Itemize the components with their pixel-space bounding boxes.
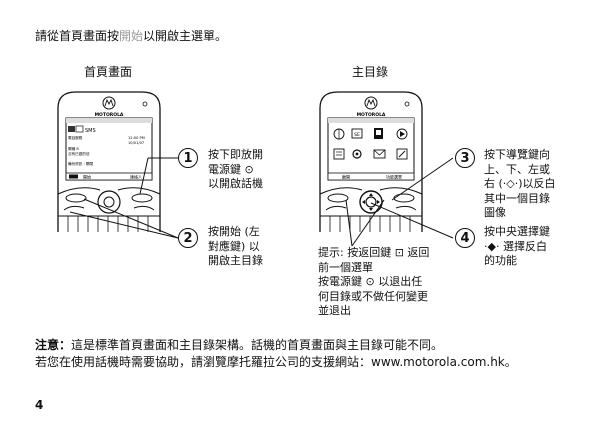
phone-brand: MOTOROLA xyxy=(357,112,386,118)
callout-number-1: 1 xyxy=(178,148,198,168)
callout-4-text: 按中央選擇鍵 ·◆· 選擇反白 的功能 xyxy=(484,225,550,267)
screen-line-backup: 備份資訊 : 關閉 xyxy=(68,161,93,166)
tools-icon xyxy=(396,148,408,160)
screen-line-alarm: 鬧鐘 8 xyxy=(68,146,79,151)
screen-date: 10/01/07 xyxy=(128,141,144,145)
email-icon xyxy=(373,149,386,159)
camera-icon xyxy=(404,101,410,107)
help-paragraph: 若您在使用話機時需要協助，請瀏覽摩托羅拉公司的支援網站：www.motorola… xyxy=(35,355,517,369)
callout-2-text: 按開始 (左 對應鍵) 以 開啟主目錄 xyxy=(208,225,263,267)
intro-text: 請從首頁畫面按開始以開啟主選單。 xyxy=(35,29,228,43)
phone-brand: MOTOROLA xyxy=(95,112,124,118)
svg-text:SE: SE xyxy=(354,132,360,138)
globe-icon xyxy=(333,128,345,140)
motorola-logo-icon xyxy=(364,96,378,110)
screen-icon-left xyxy=(68,126,75,132)
callout-3-text: 按下導覽鍵向 上、下、左或 右 (·◇·)以反白 其中一個目錄 圖像 xyxy=(484,148,556,219)
screen-line-service: 電話服務 xyxy=(68,135,83,140)
motorola-logo-icon xyxy=(102,96,116,110)
left-softkey-button xyxy=(327,193,349,203)
menu-softkey-right: 功能選單 xyxy=(386,174,402,180)
messaging-icon: SE xyxy=(351,128,363,139)
home-softkey-left: 開始 xyxy=(83,174,91,180)
contacts-icon xyxy=(374,128,383,139)
heading-home-screen: 首頁畫面 xyxy=(84,65,133,79)
right-softkey-button xyxy=(393,193,415,203)
menu-softkey-left: 離開 xyxy=(342,174,350,180)
home-softkey-right: 連絡人 xyxy=(130,174,142,180)
office-icon xyxy=(333,148,345,160)
center-select-key xyxy=(365,196,377,208)
page-number: 4 xyxy=(35,398,44,412)
left-softkey-button xyxy=(65,193,87,203)
nav-key xyxy=(97,190,121,214)
right-softkey-button xyxy=(131,193,153,203)
tip-text: 提示: 按返回鍵 ⊡ 返回 前一個選單 按電源鍵 ⊙ 以退出任 何目錄或不做任何… xyxy=(318,246,430,317)
home-phone-illustration: MOTOROLA SMS 電話服務 12:00 PM 10/01/07 鬧鐘 8… xyxy=(57,91,161,232)
intro-highlight: 開始 xyxy=(119,29,144,43)
callout-number-3: 3 xyxy=(455,148,475,168)
note-paragraph: 注意：這是標準首頁畫面和主目錄架構。話機的首頁畫面與主目錄可能不同。 xyxy=(35,338,444,352)
center-select-key xyxy=(103,196,115,208)
screen-time: 12:00 PM xyxy=(128,136,145,140)
callout-number-2: 2 xyxy=(178,228,198,248)
callout-number-4: 4 xyxy=(455,228,475,248)
settings-icon xyxy=(352,149,362,159)
note-label: 注意： xyxy=(35,338,72,352)
media-icon xyxy=(396,128,408,140)
camera-icon xyxy=(142,101,148,107)
callout-1-text: 按下即放開 電源鍵 ⊙ 以開啟話機 xyxy=(208,148,263,190)
screen-icon-label: SMS xyxy=(85,128,96,134)
heading-main-menu: 主目錄 xyxy=(352,65,389,79)
home-screen-display xyxy=(65,117,153,181)
screen-icon-middle xyxy=(75,125,84,133)
screen-line-messages: 沒有已讀的信 xyxy=(68,151,90,156)
